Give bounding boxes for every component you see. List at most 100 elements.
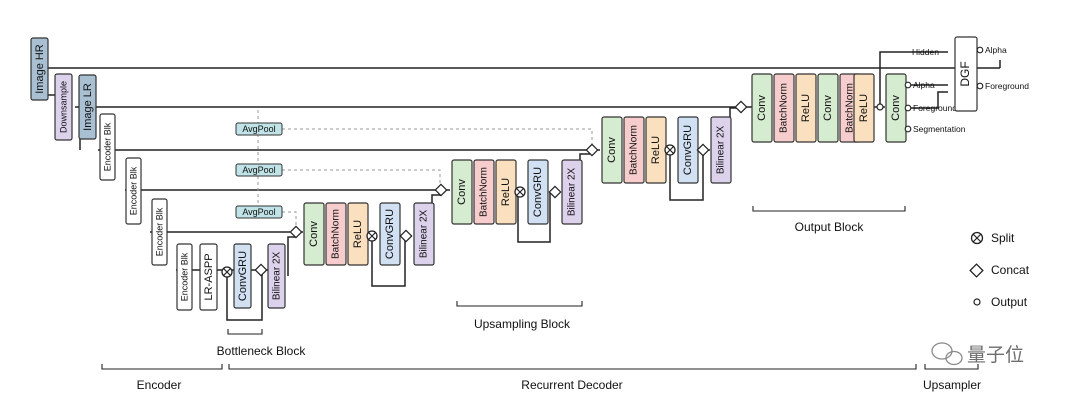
up3-split-icon — [664, 144, 676, 156]
encoder-block-3: Encoder Blk — [151, 198, 168, 266]
image-lr-block: Image LR — [78, 74, 97, 140]
up3-concat2-icon — [696, 143, 710, 157]
dgf-hidden-input-label: Hidden — [912, 47, 939, 57]
legend: Split Concat Output — [969, 231, 1030, 309]
up1-relu-label: ReLU — [352, 220, 364, 248]
legend-output-icon — [973, 298, 981, 306]
dgf-label: DGF — [958, 61, 972, 86]
encoder-brace — [101, 364, 223, 370]
bottleneck-brace — [227, 329, 263, 335]
upsampling-brace — [456, 301, 583, 307]
up2-relu-label: ReLU — [500, 178, 512, 206]
avgpool-dashed-lines — [257, 110, 593, 228]
output-foreground-dot — [904, 104, 912, 112]
output-segmentation-label: Segmentation — [913, 124, 966, 134]
up1-conv-label: Conv — [308, 221, 320, 247]
lr-aspp-label: LR-ASPP — [203, 253, 215, 300]
output-relu-1-label: ReLU — [800, 94, 812, 122]
bottleneck-split-icon — [221, 266, 233, 278]
downsample-label: Downsample — [58, 81, 68, 133]
output-foreground-label: Foreground — [913, 103, 957, 113]
image-hr-block: Image HR — [30, 37, 49, 101]
watermark-text: 量子位 — [967, 344, 1024, 366]
up3-convgru-label: ConvGRU — [682, 125, 694, 175]
image-hr-label: Image HR — [34, 44, 46, 94]
output-block-label: Output Block — [795, 220, 865, 234]
up3-batchnorm-label: BatchNorm — [629, 125, 640, 175]
output-hidden-tap-icon — [876, 103, 884, 111]
output-final-conv-label: Conv — [890, 95, 902, 121]
upsampling-block-2: Conv BatchNorm ReLU ConvGRU Bilinear 2X — [434, 159, 583, 225]
legend-split-icon — [970, 231, 984, 245]
encoder-section-label: Encoder — [137, 378, 182, 392]
encoder-block-4: Encoder Blk — [176, 243, 193, 311]
legend-concat-icon — [969, 263, 984, 278]
output-relu-2-label: ReLU — [858, 94, 870, 122]
output-segmentation-dot — [904, 125, 912, 133]
avgpool-3-label: AvgPool — [242, 207, 275, 217]
output-conv-2-label: Conv — [822, 95, 834, 121]
output-conv-1-label: Conv — [756, 95, 768, 121]
output-batchnorm-1-label: BatchNorm — [779, 83, 790, 133]
image-lr-label: Image LR — [82, 83, 94, 131]
up1-convgru-label: ConvGRU — [384, 209, 396, 259]
encoder-block-2: Encoder Blk — [125, 157, 142, 225]
up2-concat-icon — [434, 183, 448, 197]
legend-output-label: Output — [991, 295, 1028, 309]
up1-concat-icon — [289, 225, 303, 239]
avgpool-1: AvgPool — [235, 122, 283, 136]
braces — [101, 206, 979, 370]
encoder-block-1-label: Encoder Blk — [102, 122, 112, 171]
upsampler-brace — [924, 364, 979, 370]
up2-conv-label: Conv — [456, 179, 468, 205]
bottleneck-convgru-label: ConvGRU — [237, 251, 249, 301]
wechat-icon — [931, 342, 963, 366]
downsample-block: Downsample — [54, 73, 73, 141]
up3-bilinear-label: Bilinear 2X — [716, 125, 727, 174]
bottleneck-concat-icon — [254, 263, 268, 277]
upsampling-block-1: Conv BatchNorm ReLU ConvGRU Bilinear 2X — [289, 202, 435, 266]
avgpool-3: AvgPool — [235, 205, 283, 219]
up2-convgru-label: ConvGRU — [532, 167, 544, 217]
decoder-brace — [228, 364, 917, 370]
upsampling-block-3: Conv BatchNorm ReLU ConvGRU Bilinear 2X — [585, 116, 732, 184]
up1-bilinear-label: Bilinear 2X — [419, 209, 430, 258]
output-brace — [752, 206, 906, 212]
up2-bilinear-label: Bilinear 2X — [567, 167, 578, 216]
output-batchnorm-2-label: BatchNorm — [845, 83, 856, 133]
avgpool-1-label: AvgPool — [242, 124, 275, 134]
bottleneck-block: ConvGRU Bilinear 2X — [221, 243, 286, 309]
output-block: Conv BatchNorm ReLU Conv BatchNorm ReLU … — [734, 73, 966, 143]
dgf-block: Hidden DGF Alpha Foreground — [912, 36, 1029, 112]
encoder-block-1: Encoder Blk — [99, 113, 116, 181]
up3-concat-icon — [585, 143, 599, 157]
output-concat-icon — [734, 100, 748, 114]
dgf-foreground-output-label: Foreground — [985, 81, 1029, 91]
bottleneck-block-label: Bottleneck Block — [217, 344, 307, 358]
recurrent-decoder-section-label: Recurrent Decoder — [521, 378, 622, 392]
up1-batchnorm-label: BatchNorm — [331, 209, 342, 259]
up1-concat2-icon — [399, 229, 413, 243]
dgf-foreground-dot — [976, 82, 984, 90]
up3-conv-label: Conv — [606, 137, 618, 163]
dgf-alpha-output-label: Alpha — [985, 45, 1007, 55]
legend-split-label: Split — [991, 231, 1015, 245]
output-alpha-dot — [904, 81, 912, 89]
watermark: 量子位 — [931, 342, 1024, 366]
upsampling-block-label: Upsampling Block — [474, 317, 571, 331]
avgpool-2: AvgPool — [235, 163, 283, 177]
up3-relu-label: ReLU — [650, 136, 662, 164]
upsampler-section-label: Upsampler — [923, 378, 981, 392]
encoder-block-2-label: Encoder Blk — [128, 166, 138, 215]
encoder-block-4-label: Encoder Blk — [179, 252, 189, 301]
output-alpha-label: Alpha — [913, 80, 935, 90]
up1-split-icon — [366, 230, 378, 242]
legend-concat-label: Concat — [991, 263, 1030, 277]
up2-concat2-icon — [548, 185, 562, 199]
bottleneck-bilinear-label: Bilinear 2X — [272, 251, 283, 300]
up2-batchnorm-label: BatchNorm — [479, 167, 490, 217]
up2-split-icon — [514, 186, 526, 198]
dgf-alpha-dot — [976, 46, 984, 54]
avgpool-2-label: AvgPool — [242, 165, 275, 175]
